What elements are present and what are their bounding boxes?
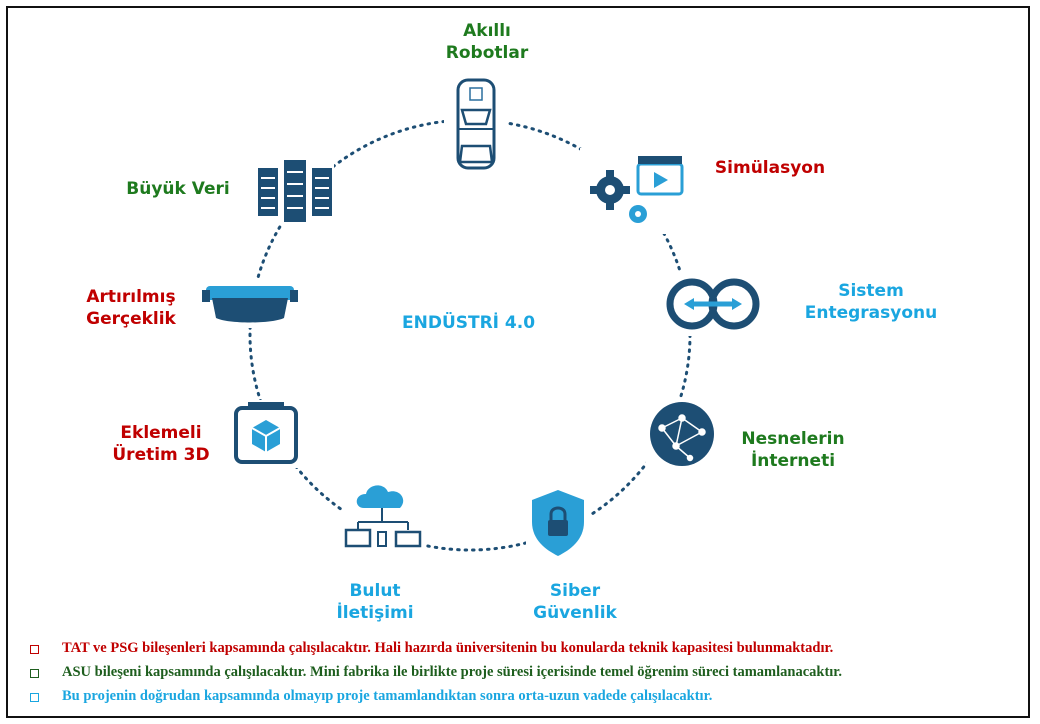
shield-lock-icon [526,486,590,558]
vr-headset-icon [202,280,298,328]
center-title: ENDÜSTRİ 4.0 [402,313,536,333]
printer-3d-icon [232,400,300,468]
gears-video-icon [580,148,692,234]
legend-notes: TAT ve PSG bileşenleri kapsamında çalışı… [30,640,1030,712]
outer-frame [6,6,1030,718]
note-cyan: Bu projenin doğrudan kapsamında olmayıp … [30,688,1030,712]
integration-rings-icon [658,272,768,336]
server-racks-icon [256,156,334,224]
note-red: TAT ve PSG bileşenleri kapsamında çalışı… [30,640,1030,664]
cloud-network-icon [342,478,426,556]
checkbox-icon [30,693,39,702]
node-label-simulation: Simülasyon [714,158,826,178]
note-green: ASU bileşeni kapsamında çalışılacaktır. … [30,664,1030,688]
checkbox-icon [30,669,39,678]
node-label-bigdata: Büyük Veri [126,179,230,199]
network-globe-icon [646,398,718,470]
robot-car-icon [444,74,508,174]
checkbox-icon [30,645,39,654]
